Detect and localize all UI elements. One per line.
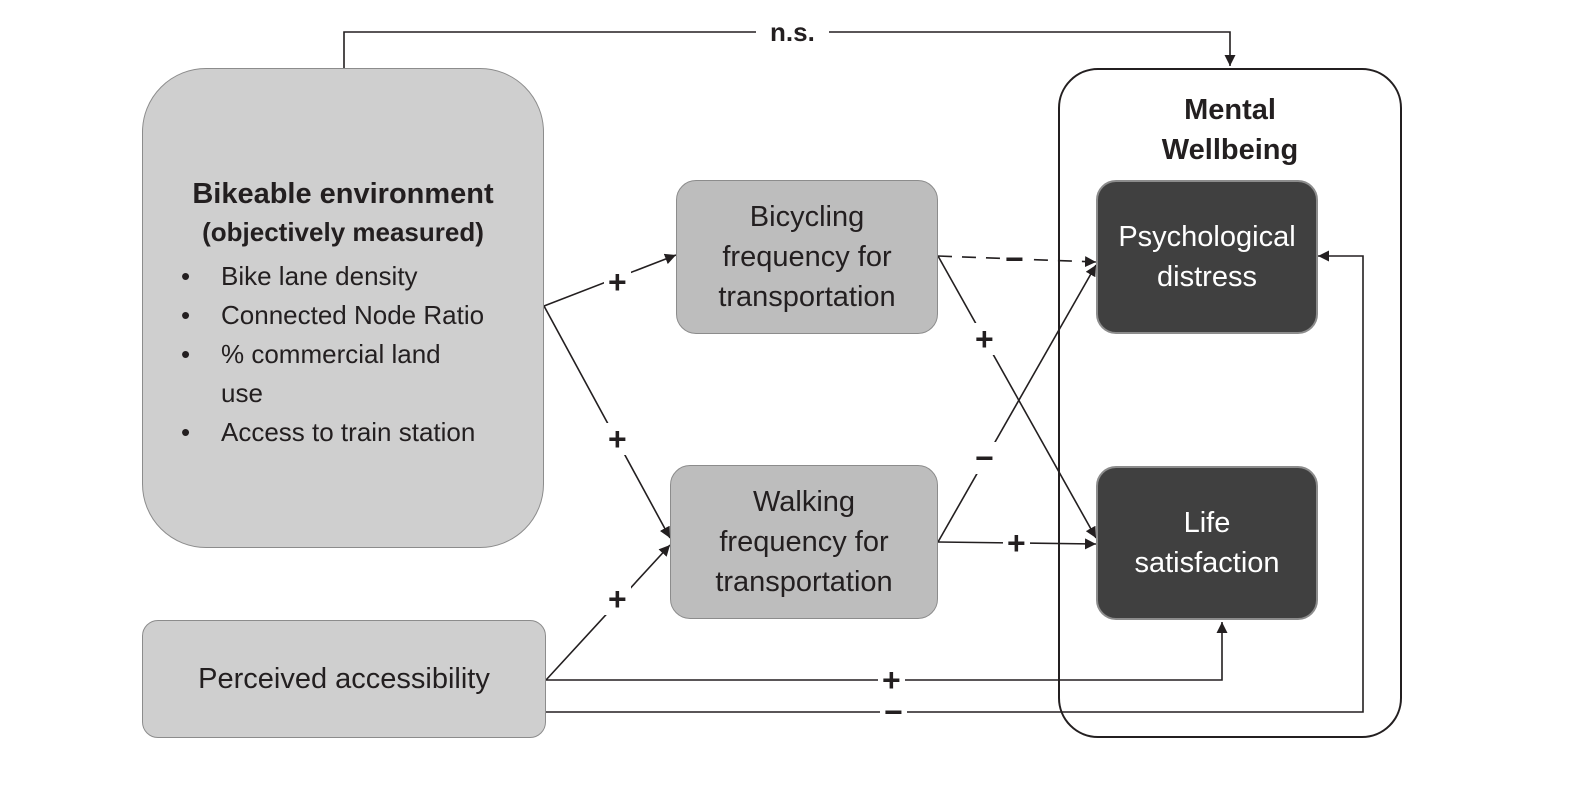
walking-line3: transportation	[715, 566, 893, 598]
edge-bikeable-walking	[543, 305, 671, 539]
distress-line2: distress	[1157, 261, 1257, 293]
edge-label-bikeable-bicycling: +	[604, 266, 631, 298]
measure-item: Connected Node Ratio	[173, 296, 513, 335]
edge-label-bicycling-life: +	[971, 323, 998, 355]
measure-item: Bike lane density	[173, 257, 513, 296]
edge-label-bikeable-walking: +	[604, 423, 631, 455]
life-line1: Life	[1183, 507, 1231, 539]
walking-line1: Walking	[752, 486, 856, 518]
measure-item: Access to train station	[173, 413, 513, 452]
bicycling-line2: frequency for	[722, 241, 892, 273]
perceived-accessibility-label: Perceived accessibility	[198, 663, 490, 695]
measure-item: % commercial land use	[173, 335, 513, 413]
edge-label-perceived-walking: +	[604, 583, 631, 615]
edge-walking-distress	[937, 264, 1097, 543]
edge-label-perceived-life: +	[878, 664, 905, 696]
bicycling-line3: transportation	[718, 281, 896, 313]
edge-perceived-life	[546, 622, 1228, 681]
bikeable-environment-title: Bikeable environment	[192, 177, 494, 210]
walking-frequency-box: Walking frequency for transportation	[670, 465, 938, 619]
bicycling-frequency-box: Bicycling frequency for transportation	[676, 180, 938, 334]
bikeable-measures-list: Bike lane density Connected Node Ratio %…	[173, 257, 513, 452]
bikeable-environment-box: Bikeable environment (objectively measur…	[142, 68, 544, 548]
mental-wellbeing-title-line2: Wellbeing	[1161, 134, 1299, 166]
perceived-accessibility-box: Perceived accessibility	[142, 620, 546, 738]
bicycling-line1: Bicycling	[749, 201, 865, 233]
life-line2: satisfaction	[1134, 547, 1280, 579]
life-satisfaction-box: Life satisfaction	[1096, 466, 1318, 620]
edge-label-bicycling-distress: −	[1001, 243, 1028, 275]
edge-label-bikeable-wellbeing: n.s.	[756, 17, 829, 47]
mental-wellbeing-container: Mental Wellbeing	[1058, 68, 1402, 738]
edge-label-walking-distress: −	[971, 442, 998, 474]
distress-line1: Psychological	[1118, 221, 1296, 253]
psychological-distress-box: Psychological distress	[1096, 180, 1318, 334]
edge-perceived-distress	[546, 250, 1364, 713]
bikeable-environment-subtitle: (objectively measured)	[202, 216, 484, 247]
walking-line2: frequency for	[719, 526, 889, 558]
mental-wellbeing-title-line1: Mental	[1184, 94, 1276, 126]
edge-label-walking-life: +	[1003, 527, 1030, 559]
edge-bicycling-life	[937, 255, 1097, 539]
edge-label-perceived-distress: −	[880, 696, 907, 728]
